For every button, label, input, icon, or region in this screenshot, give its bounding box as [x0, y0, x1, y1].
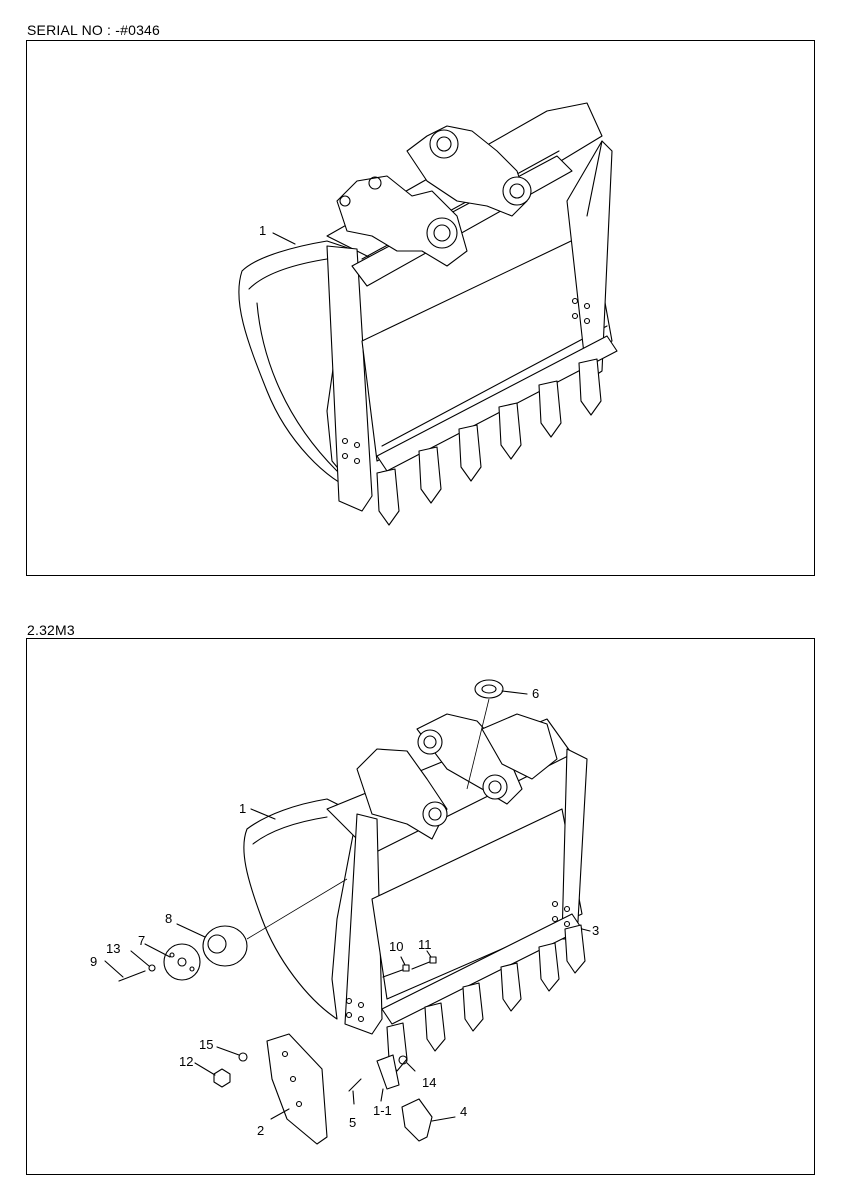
callout-11: 11 [418, 937, 432, 952]
callout-10: 10 [389, 939, 403, 954]
callout-13: 13 [106, 941, 120, 956]
bucket-teeth [376, 358, 602, 526]
callout-5: 5 [349, 1115, 356, 1130]
callout-1: 1 [239, 801, 246, 816]
callout-9: 9 [90, 954, 97, 969]
callout-7: 7 [138, 933, 145, 948]
callout-4: 4 [460, 1104, 467, 1119]
callout-8: 8 [165, 911, 172, 926]
assembled-bucket-panel: 1 [26, 40, 815, 576]
callout-15: 15 [199, 1037, 213, 1052]
callout-14: 14 [422, 1075, 436, 1090]
exploded-bucket-panel: 1 2 3 4 5 6 7 8 9 10 11 12 13 14 15 1-1 [26, 638, 815, 1175]
serial-number-heading: SERIAL NO : -#0346 [27, 22, 161, 38]
exploded-bucket-drawing: 1 2 3 4 5 6 7 8 9 10 11 12 13 14 15 1-1 [90, 679, 599, 1145]
callout-1-1: 1-1 [373, 1103, 392, 1118]
bucket-capacity-heading: 2.32M3 [27, 622, 75, 638]
callout-3: 3 [592, 923, 599, 938]
callout-2: 2 [257, 1123, 264, 1138]
assembled-bucket-drawing: 1 [238, 102, 618, 526]
callout-1: 1 [259, 223, 266, 238]
callout-6: 6 [532, 686, 539, 701]
callout-12: 12 [179, 1054, 193, 1069]
bucket-teeth [386, 924, 586, 1072]
